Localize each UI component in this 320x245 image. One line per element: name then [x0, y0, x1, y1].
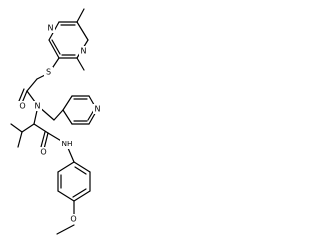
bond	[21, 123, 35, 133]
bond	[26, 78, 38, 92]
pyridylmethyl-group	[37, 95, 98, 125]
label-background	[39, 147, 48, 157]
label-background	[60, 139, 74, 149]
atom-label-s: S	[46, 68, 51, 77]
bond	[76, 21, 89, 41]
chemical-structure: N N S O N N O NH O	[0, 0, 121, 245]
bond	[51, 39, 61, 55]
atom-label-o: O	[40, 148, 46, 157]
linker-chain	[18, 57, 60, 107]
atom-label-o: O	[70, 215, 76, 224]
atom-label-backgrounds	[18, 23, 102, 224]
bond	[76, 8, 85, 23]
label-background	[33, 101, 42, 111]
atom-label-n: N	[81, 47, 87, 56]
bond	[18, 88, 25, 102]
bond	[43, 132, 49, 150]
bond	[53, 109, 64, 121]
methoxyphenyl-ring	[56, 161, 91, 235]
atom-label-o: O	[19, 102, 25, 111]
atom-label-n: N	[95, 105, 101, 114]
bond	[17, 131, 23, 148]
atom-label-n: N	[35, 102, 41, 111]
bond	[73, 190, 91, 202]
bond	[67, 147, 75, 163]
bond	[73, 161, 91, 173]
atom-labels: N N S O N N O NH O	[19, 24, 100, 224]
bond	[62, 95, 73, 111]
bond	[76, 57, 85, 71]
bond	[62, 109, 73, 125]
bond	[56, 224, 75, 235]
label-background	[18, 101, 27, 111]
label-background	[79, 46, 88, 56]
atom-label-n: N	[48, 24, 54, 33]
label-background	[46, 23, 55, 33]
bond	[74, 166, 87, 175]
label-background	[69, 214, 78, 224]
bond	[40, 131, 46, 148]
bond	[33, 123, 49, 134]
label-background	[93, 104, 102, 114]
bond	[10, 123, 23, 133]
bond	[72, 188, 87, 198]
bond	[48, 39, 60, 59]
label-background	[44, 67, 53, 77]
atom-label-nh: NH	[61, 139, 72, 148]
molecule-diagram: N N S O N N O NH O	[10, 8, 102, 235]
bond	[57, 161, 75, 173]
pyrimidine-ring	[48, 8, 89, 71]
bond	[57, 190, 75, 202]
